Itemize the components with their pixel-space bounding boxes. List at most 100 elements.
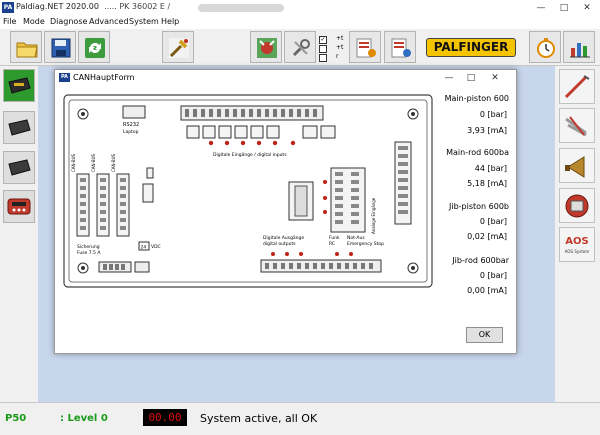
log-edit-icon — [391, 38, 411, 58]
parts-list-button[interactable] — [559, 108, 595, 143]
controller-board-diagram: RS232 Laptop Digitale Eingänge / digital… — [63, 94, 433, 288]
module-2-icon — [8, 159, 31, 176]
tool-button[interactable] — [162, 31, 194, 63]
toolbar: ✓ +t +t r PALFINGER — [0, 29, 600, 66]
status-time-display: 00.00 — [143, 409, 187, 426]
checkbox-1[interactable]: ✓ — [319, 36, 327, 44]
reading-ma-main-rod: 5,18 [mA] — [467, 179, 507, 188]
vdc-label: VDC — [151, 244, 161, 250]
reading-title-jib-piston: Jib-piston 600b — [448, 202, 509, 211]
parts-list-icon — [565, 116, 587, 137]
not-aus-label-2: Emergency Stop — [347, 241, 384, 247]
dialog-title: CANHauptForm — [73, 73, 135, 82]
save-disk-icon — [51, 38, 71, 58]
window-title: Paldiag.NET 2020.00 ..... PK 36002 E / — [16, 2, 171, 11]
window-title-bar: PA Paldiag.NET 2020.00 ..... PK 36002 E … — [0, 0, 600, 17]
reading-ma-jib-rod: 0,00 [mA] — [467, 286, 507, 295]
crane-arm-icon — [564, 75, 590, 99]
menu-system[interactable]: System — [129, 17, 159, 26]
emergency-stop-icon — [565, 194, 589, 218]
controller-button[interactable] — [3, 69, 35, 102]
reading-ma-jib-piston: 0,02 [mA] — [467, 232, 507, 241]
reading-title-main-piston: Main-piston 600 — [444, 94, 509, 103]
wrench-tool-icon — [169, 38, 189, 58]
log-edit-button[interactable] — [384, 31, 416, 63]
module-2-button[interactable] — [3, 151, 35, 184]
status-p50: P50 — [5, 413, 27, 424]
refresh-button[interactable] — [78, 31, 110, 63]
aos-label: AOS — [565, 236, 589, 247]
minimize-icon[interactable]: — — [536, 3, 546, 13]
open-folder-button[interactable] — [10, 31, 42, 63]
can-bus-label-2: CAN-BUS — [91, 154, 96, 172]
close-icon[interactable]: ✕ — [583, 3, 591, 13]
funk-label-2: RC — [329, 241, 335, 247]
tools-button[interactable] — [284, 31, 316, 63]
status-message: System active, all OK — [200, 412, 318, 425]
refresh-icon — [85, 38, 105, 58]
stopwatch-button[interactable] — [529, 31, 561, 63]
can-bus-label-1: CAN-BUS — [71, 154, 76, 172]
dialog-minimize-icon[interactable]: — — [444, 73, 454, 83]
ok-button[interactable]: OK — [466, 327, 503, 343]
crane-arm-button[interactable] — [559, 69, 595, 104]
open-folder-icon — [16, 42, 38, 58]
checkbox-3[interactable] — [319, 54, 327, 62]
vdc-box: 24 — [141, 245, 147, 251]
dialog-app-icon: PA — [59, 73, 70, 82]
right-panel: AOS AOS System — [555, 66, 600, 402]
horn-button[interactable] — [559, 148, 595, 183]
dialog-maximize-icon[interactable]: □ — [466, 73, 476, 83]
app-logo-icon: PA — [2, 2, 14, 13]
maximize-icon[interactable]: □ — [559, 3, 569, 13]
rs232-label: RS232 — [123, 122, 139, 128]
chart-button[interactable] — [563, 31, 595, 63]
fuse-label-2: Fuse 7.5 A — [77, 250, 101, 256]
palfinger-logo: PALFINGER — [426, 38, 516, 57]
remote-control-button[interactable] — [3, 190, 35, 223]
menu-diagnose[interactable]: Diagnose — [50, 17, 88, 26]
menu-advanced[interactable]: Advanced — [89, 17, 129, 26]
menu-bar: File Mode Diagnose Advanced System Help — [0, 16, 600, 29]
can-haupt-dialog: PA CANHauptForm — □ ✕ RS232 Laptop Digit… — [54, 69, 517, 354]
checkbox-3-label: r — [336, 53, 339, 60]
checkbox-1-label: +t — [336, 35, 344, 42]
title-redacted-area — [198, 4, 284, 12]
save-button[interactable] — [44, 31, 76, 63]
fuse-label-1: Sicherung — [77, 244, 100, 250]
menu-file[interactable]: File — [3, 17, 17, 26]
hydraulic-valve-icon — [257, 38, 277, 58]
horn-icon — [565, 156, 585, 178]
aos-sub-label: AOS System — [564, 249, 590, 254]
emergency-stop-button[interactable] — [559, 188, 595, 223]
not-aus-label-1: Not-Aus — [347, 235, 365, 241]
reading-bar-jib-rod: 0 [bar] — [479, 271, 507, 280]
stopwatch-icon — [537, 38, 555, 58]
checkbox-2[interactable] — [319, 45, 327, 53]
digital-inputs-label: Digitale Eingänge / digital inputs — [213, 152, 287, 158]
digital-outputs-label-2: digital outputs — [263, 241, 296, 247]
aos-button[interactable]: AOS AOS System — [559, 227, 595, 262]
log-add-button[interactable] — [349, 31, 381, 63]
controller-icon — [8, 77, 31, 94]
log-add-icon — [356, 38, 376, 58]
reading-bar-main-rod: 44 [bar] — [474, 164, 507, 173]
funk-label-1: Funk — [329, 235, 340, 241]
module-icon — [8, 119, 31, 136]
module-button[interactable] — [3, 111, 35, 144]
can-bus-label-3: CAN-BUS — [111, 154, 116, 172]
reading-bar-jib-piston: 0 [bar] — [479, 217, 507, 226]
reading-title-jib-rod: Jib-rod 600bar — [452, 256, 509, 265]
status-level: : Level 0 — [60, 413, 108, 424]
reading-bar-main-piston: 0 [bar] — [479, 110, 507, 119]
hydraulic-button[interactable] — [250, 31, 282, 63]
menu-help[interactable]: Help — [161, 17, 180, 26]
bar-chart-icon — [570, 43, 590, 58]
tools-icon — [292, 39, 310, 57]
dialog-title-bar: PA CANHauptForm — □ ✕ — [55, 70, 516, 86]
digital-outputs-label-1: Digitale Ausgänge — [263, 235, 304, 241]
remote-control-icon — [7, 198, 31, 215]
menu-mode[interactable]: Mode — [23, 17, 45, 26]
dialog-close-icon[interactable]: ✕ — [491, 73, 499, 83]
status-bar: P50 : Level 0 00.00 System active, all O… — [0, 402, 600, 435]
